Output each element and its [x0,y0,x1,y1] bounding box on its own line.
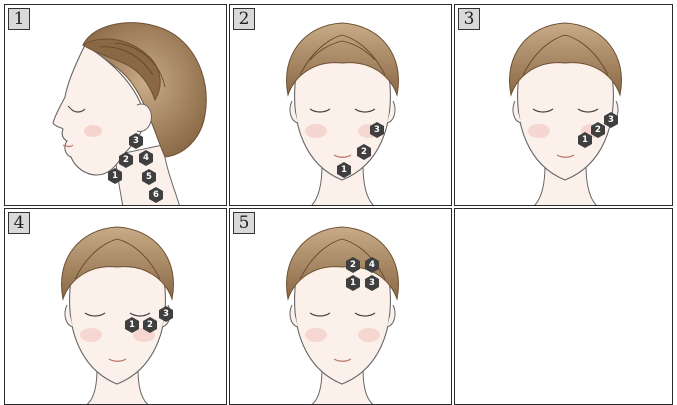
front-face-illustration [455,5,673,206]
panel-label: 1 [8,8,30,30]
panel-4 [4,208,227,405]
panel-5 [229,208,452,405]
panel-1 [4,4,227,206]
panel-label: 5 [233,212,255,234]
front-face-illustration [5,209,227,405]
panel-label: 2 [233,8,255,30]
side-face-illustration [5,5,227,206]
panel-2 [229,4,452,206]
panel-3 [454,4,673,206]
front-face-illustration [230,209,452,405]
panel-label: 4 [8,212,30,234]
panel-6-empty [454,208,673,405]
panel-label: 3 [458,8,480,30]
front-face-illustration [230,5,452,206]
